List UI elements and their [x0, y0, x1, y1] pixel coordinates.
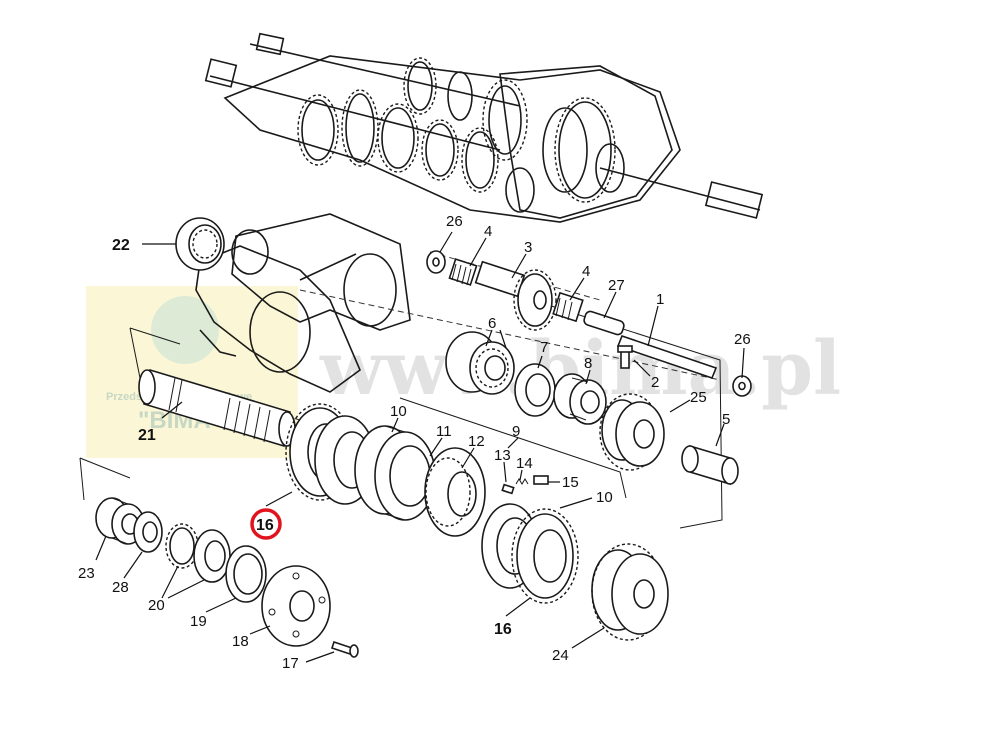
- shaft-1-drawing: [616, 334, 718, 380]
- part-label-17: 17: [282, 655, 299, 672]
- gear-3-drawing: [474, 260, 557, 331]
- part-label-23: 23: [78, 565, 95, 582]
- part-label-18: 18: [232, 633, 249, 650]
- synchro-group-bracket: [399, 397, 627, 499]
- part-label-6: 6: [488, 315, 496, 332]
- flange-18-drawing: [261, 565, 331, 647]
- housing-bracket-line: [129, 327, 181, 379]
- part-label-11: 11: [436, 423, 452, 440]
- washer-26-drawing: [426, 250, 446, 274]
- bearing-22-drawing: [175, 217, 225, 271]
- part-label-19: 19: [190, 613, 207, 630]
- assembled-gearbox-drawing: [204, 32, 764, 223]
- part-label-28: 28: [112, 579, 129, 596]
- upper-shaft-centerline: [299, 289, 721, 381]
- part-label-27: 27: [608, 277, 625, 294]
- left-bracket-line: [79, 457, 131, 501]
- bolt-2-drawing: [617, 345, 633, 369]
- part-label-20: 20: [148, 597, 165, 614]
- part-number-labels: 22 26 4 3 4 27 1 26 6 7 8 2 25 5 10 11 1…: [78, 213, 751, 672]
- part-label-16-right: 16: [494, 621, 512, 638]
- bolt-17-drawing: [330, 640, 359, 658]
- transmission-housing-drawing: [195, 213, 411, 393]
- washer-26b-drawing: [732, 375, 752, 397]
- part-label-9: 9: [512, 423, 520, 440]
- part-label-12: 12: [468, 433, 485, 450]
- part-label-2: 2: [651, 374, 659, 391]
- part-label-10: 10: [390, 403, 407, 420]
- part-label-7: 7: [540, 339, 548, 356]
- needle-bearing-4b-drawing: [552, 291, 584, 323]
- part-label-4-right: 4: [582, 263, 590, 280]
- part-label-15: 15: [562, 474, 579, 491]
- part-label-21: 21: [138, 427, 156, 444]
- clutch-hub-12-drawing: [424, 447, 486, 537]
- washer-28-drawing: [133, 511, 163, 553]
- needle-bearing-4-drawing: [448, 258, 478, 286]
- part-label-8: 8: [584, 355, 592, 372]
- washer-7-drawing: [514, 363, 556, 417]
- part-label-10-right: 10: [596, 489, 613, 506]
- pin-27-drawing: [583, 310, 625, 336]
- pin-13-drawing: [501, 483, 515, 495]
- part-label-3: 3: [524, 239, 532, 256]
- gear-25-drawing: [599, 393, 665, 471]
- part-label-1: 1: [656, 291, 664, 308]
- highlight-ring: [250, 508, 282, 540]
- part-label-5: 5: [722, 411, 730, 428]
- part-label-24: 24: [552, 647, 569, 664]
- part-label-14: 14: [516, 455, 533, 472]
- gear-24-drawing: [591, 543, 669, 641]
- part-label-26-right: 26: [734, 331, 751, 348]
- leader-lines: [95, 231, 745, 663]
- part-label-13: 13: [494, 447, 511, 464]
- part-label-16-highlighted: 16: [256, 517, 274, 534]
- part-label-26: 26: [446, 213, 463, 230]
- spring-14-drawing: [515, 478, 529, 485]
- part-label-22: 22: [112, 237, 130, 254]
- friction-disc-16b-drawing: [511, 508, 579, 604]
- part-label-4: 4: [484, 223, 492, 240]
- gear-20-drawing: [165, 523, 231, 583]
- sleeve-5-drawing: [681, 444, 739, 486]
- needle-bearing-8-drawing: [553, 373, 607, 425]
- clutch-hub-11-drawing: [354, 425, 436, 521]
- key-15-drawing: [533, 475, 549, 485]
- watermark-logo: [151, 296, 219, 364]
- ring-19-drawing: [225, 545, 267, 603]
- bearing-6-drawing: [445, 331, 515, 395]
- part-label-25: 25: [690, 389, 707, 406]
